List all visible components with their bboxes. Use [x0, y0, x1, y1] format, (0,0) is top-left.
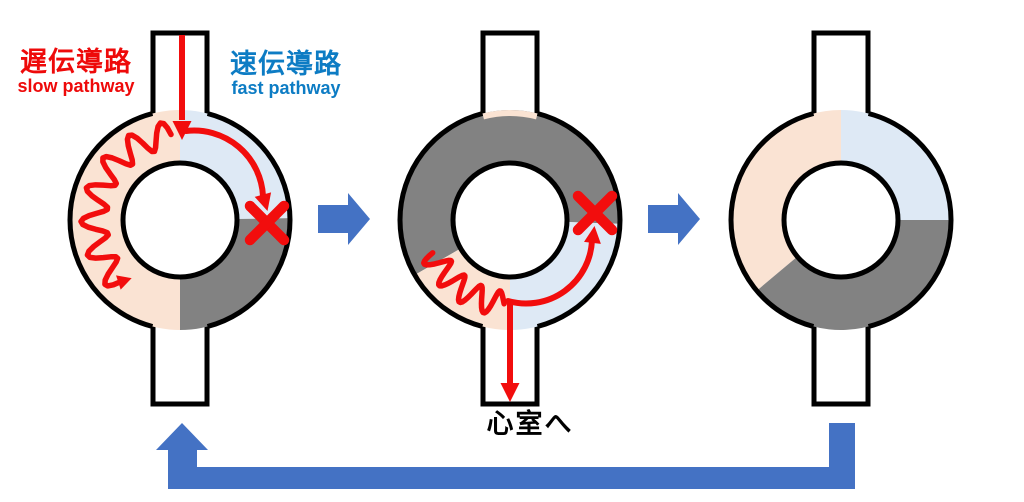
ring-outline — [206, 111, 293, 329]
block-x-stroke — [572, 190, 618, 236]
atrial-tube — [480, 30, 540, 126]
ring-outline — [867, 111, 954, 329]
ring-inner-hole — [781, 160, 901, 280]
ring-segment-gray — [180, 218, 290, 330]
step-arrow-icon-1 — [318, 193, 370, 245]
fast-pathway-label-jp: 速伝導路 — [230, 49, 342, 79]
ring-inner-hole — [120, 160, 240, 280]
red-arrowhead — [500, 383, 520, 402]
ring-segment-lightblue — [841, 110, 951, 220]
ventricular-tube — [150, 314, 210, 407]
fast-pathway-label: 速伝導路 fast pathway — [220, 49, 352, 99]
red-arrowhead — [172, 121, 192, 140]
slow-pathway-label-jp: 遅伝導路 — [20, 47, 132, 77]
fast-pathway-label-en: fast pathway — [231, 78, 341, 99]
ring-inner-hole — [450, 160, 570, 280]
ring-segment-gray — [400, 110, 510, 275]
atrial-tube — [811, 30, 871, 126]
block-x-stroke — [244, 200, 290, 246]
step-arrow-icon-2 — [648, 193, 700, 245]
slow-pathway-label: 遅伝導路 slow pathway — [8, 47, 144, 97]
ring-segment-peach — [482, 110, 538, 120]
block-x-icon — [572, 190, 618, 236]
panel-1-initiation — [67, 30, 293, 407]
slow-pathway-wave — [421, 250, 507, 316]
slow-pathway-label-en: slow pathway — [17, 76, 135, 97]
red-arrowhead — [116, 275, 132, 290]
ring-outline — [536, 111, 623, 329]
fast-pathway-arrow — [505, 237, 595, 307]
fast-pathway-arrow — [183, 127, 266, 199]
ring-outline — [397, 111, 484, 329]
red-arrowhead — [584, 226, 601, 244]
to-ventricle-label: 心室へ — [486, 409, 574, 439]
ring-segment-peach — [70, 110, 180, 330]
ring-segment-gray — [756, 220, 951, 331]
ventricular-tube — [811, 314, 871, 407]
ring-outline — [67, 111, 154, 329]
slow-pathway-wave — [78, 120, 174, 289]
block-x-icon — [244, 200, 290, 246]
ring-segment-gray — [510, 110, 620, 224]
panel-2-echo — [397, 30, 623, 407]
reentry-loop-arrow-icon — [156, 423, 855, 489]
ring-outline — [728, 111, 815, 329]
panel-3-reset — [728, 30, 954, 407]
red-arrowhead — [254, 192, 272, 211]
